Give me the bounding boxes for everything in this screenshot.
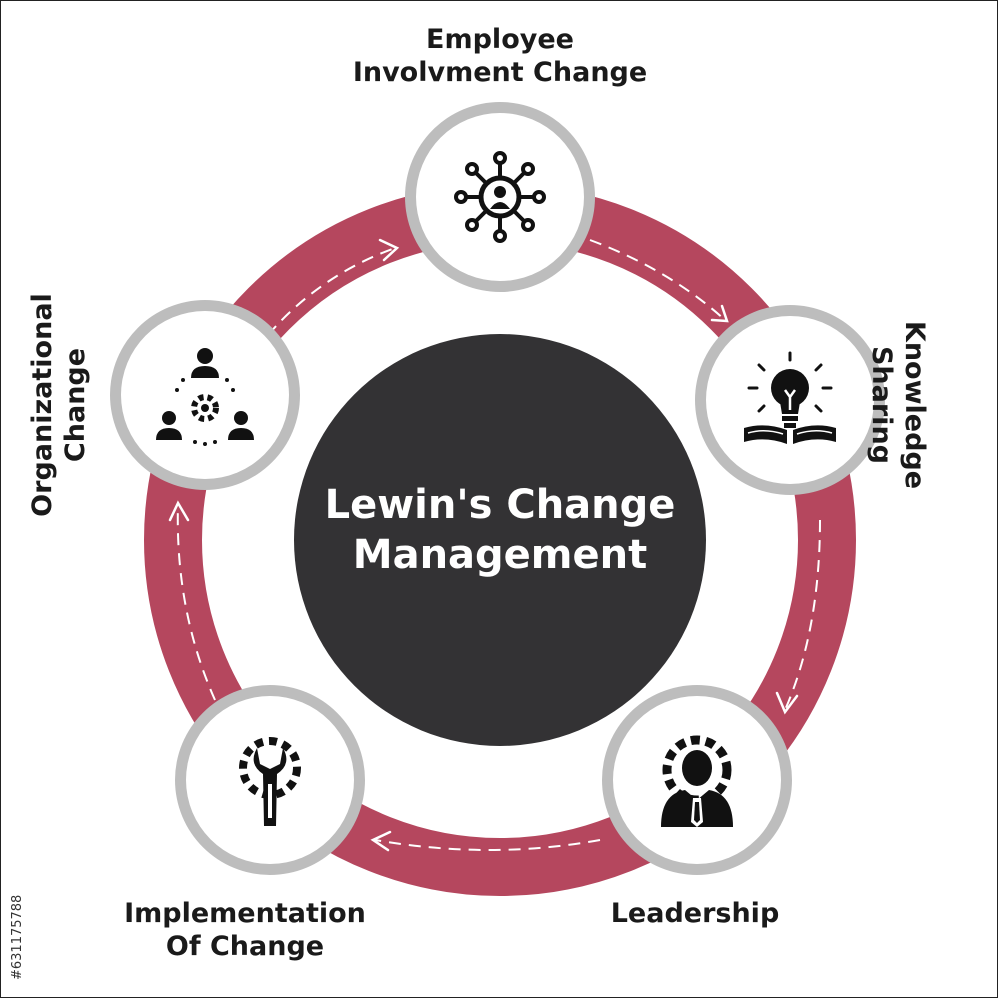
node-organizational (110, 300, 300, 490)
diagram-title: Lewin's Change Management (300, 480, 700, 580)
label-implementation-line-2: Of Change (165, 930, 325, 962)
label-employee-line-1: Employee (426, 24, 574, 55)
title-line-1: Lewin's Change (324, 482, 676, 528)
arrow-implementation-to-org (176, 504, 216, 701)
label-implementation-line-1: Implementation (124, 898, 366, 929)
stock-id-watermark: #631175788 (10, 894, 25, 980)
label-employee: Employee Involvment Change (320, 24, 680, 90)
person-gear-icon (661, 735, 733, 827)
label-implementation: Implementation Of Change (100, 898, 390, 964)
arrowhead-3 (775, 691, 799, 715)
network-person-icon (454, 151, 546, 243)
label-organizational-line-1: Organizational (27, 293, 58, 517)
arrowhead-1 (378, 238, 400, 262)
label-knowledge: Knowledge Sharing (864, 255, 930, 555)
label-knowledge-line-2: Sharing (866, 345, 898, 464)
arrowhead-2 (710, 304, 729, 323)
flow-arrows (176, 239, 821, 851)
wrench-gear-icon (239, 737, 301, 826)
arrowhead-4 (370, 830, 392, 852)
arrow-heads (168, 238, 799, 852)
lightbulb-book-icon (744, 351, 836, 444)
title-line-2: Management (352, 532, 648, 578)
team-gear-icon (156, 348, 254, 446)
arrowhead-5 (168, 500, 190, 522)
arrow-knowledge-to-leadership (784, 519, 821, 711)
label-leadership: Leadership (580, 898, 810, 931)
arrow-leadership-to-implementation (374, 839, 601, 851)
label-organizational: Organizational Change (27, 255, 93, 555)
label-knowledge-line-1: Knowledge (899, 320, 930, 490)
center-circle (294, 334, 706, 746)
label-organizational-line-2: Change (59, 347, 91, 463)
label-employee-line-2: Involvment Change (352, 56, 648, 88)
label-leadership-line-1: Leadership (610, 898, 780, 929)
arrow-employee-to-knowledge (589, 239, 726, 321)
